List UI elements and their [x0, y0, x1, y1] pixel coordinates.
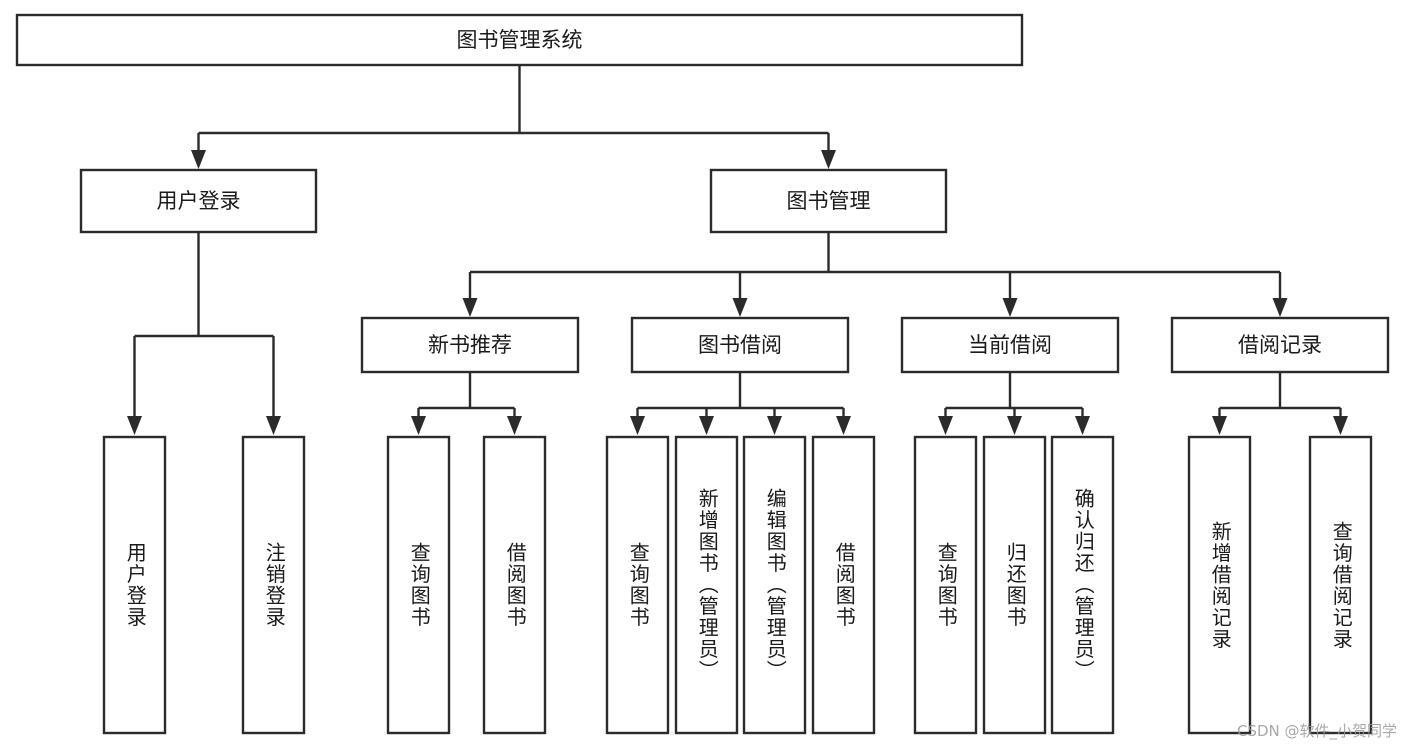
leaf-box-borrow-book-rec[interactable] — [482, 435, 547, 735]
connector-userlogin-to-leaves — [127, 232, 281, 435]
leaf-box-confirm-return-admin[interactable] — [1050, 435, 1115, 735]
borrow-record-label: 借阅记录 — [1238, 333, 1322, 357]
root-box[interactable] — [15, 13, 1024, 67]
node-current-borrow[interactable]: 当前借阅 — [900, 316, 1120, 374]
root-label: 图书管理系统 — [457, 28, 583, 52]
node-book-borrow[interactable]: 图书借阅 — [630, 316, 850, 374]
csdn-watermark: CSDN @软件_小贺同学 — [1236, 722, 1397, 740]
book-manage-box[interactable] — [709, 168, 948, 234]
leaf-box-return-book[interactable] — [982, 435, 1047, 735]
book-borrow-box[interactable] — [630, 316, 850, 374]
connector-currentborrow-to-leaves — [938, 372, 1090, 435]
connector-newbook-to-leaves — [411, 372, 522, 435]
leaf-box-logout[interactable] — [241, 435, 306, 735]
current-borrow-box[interactable] — [900, 316, 1120, 374]
leaf-box-edit-book-admin[interactable] — [742, 435, 807, 735]
node-user-login[interactable]: 用户登录 — [79, 168, 318, 234]
connector-bookmanage-to-level3 — [462, 232, 1288, 317]
borrow-record-box[interactable] — [1170, 316, 1390, 374]
leaf-box-query-book-current[interactable] — [913, 435, 978, 735]
leaf-boxes — [102, 435, 1373, 735]
user-login-box[interactable] — [79, 168, 318, 234]
current-borrow-label: 当前借阅 — [968, 333, 1052, 357]
leaf-box-query-book-rec[interactable] — [386, 435, 451, 735]
leaf-box-add-book-admin[interactable] — [674, 435, 739, 735]
node-book-manage[interactable]: 图书管理 — [709, 168, 948, 234]
leaf-box-borrow-book[interactable] — [811, 435, 876, 735]
connector-root-to-level2 — [191, 65, 836, 169]
book-manage-label: 图书管理 — [787, 189, 871, 213]
node-root[interactable]: 图书管理系统 — [15, 13, 1024, 67]
book-borrow-label: 图书借阅 — [698, 333, 782, 357]
connector-borrowrecord-to-leaves — [1212, 372, 1348, 435]
leaf-box-query-book-borrow[interactable] — [605, 435, 670, 735]
new-book-recommend-label: 新书推荐 — [428, 333, 512, 357]
node-borrow-record[interactable]: 借阅记录 — [1170, 316, 1390, 374]
new-book-recommend-box[interactable] — [360, 316, 580, 374]
connector-bookborrow-to-leaves — [630, 372, 851, 435]
leaf-box-add-borrow-record[interactable] — [1187, 435, 1252, 735]
leaf-box-user-login[interactable] — [102, 435, 167, 735]
node-new-book-recommend[interactable]: 新书推荐 — [360, 316, 580, 374]
leaf-box-query-borrow-record[interactable] — [1308, 435, 1373, 735]
user-login-label: 用户登录 — [157, 189, 241, 213]
